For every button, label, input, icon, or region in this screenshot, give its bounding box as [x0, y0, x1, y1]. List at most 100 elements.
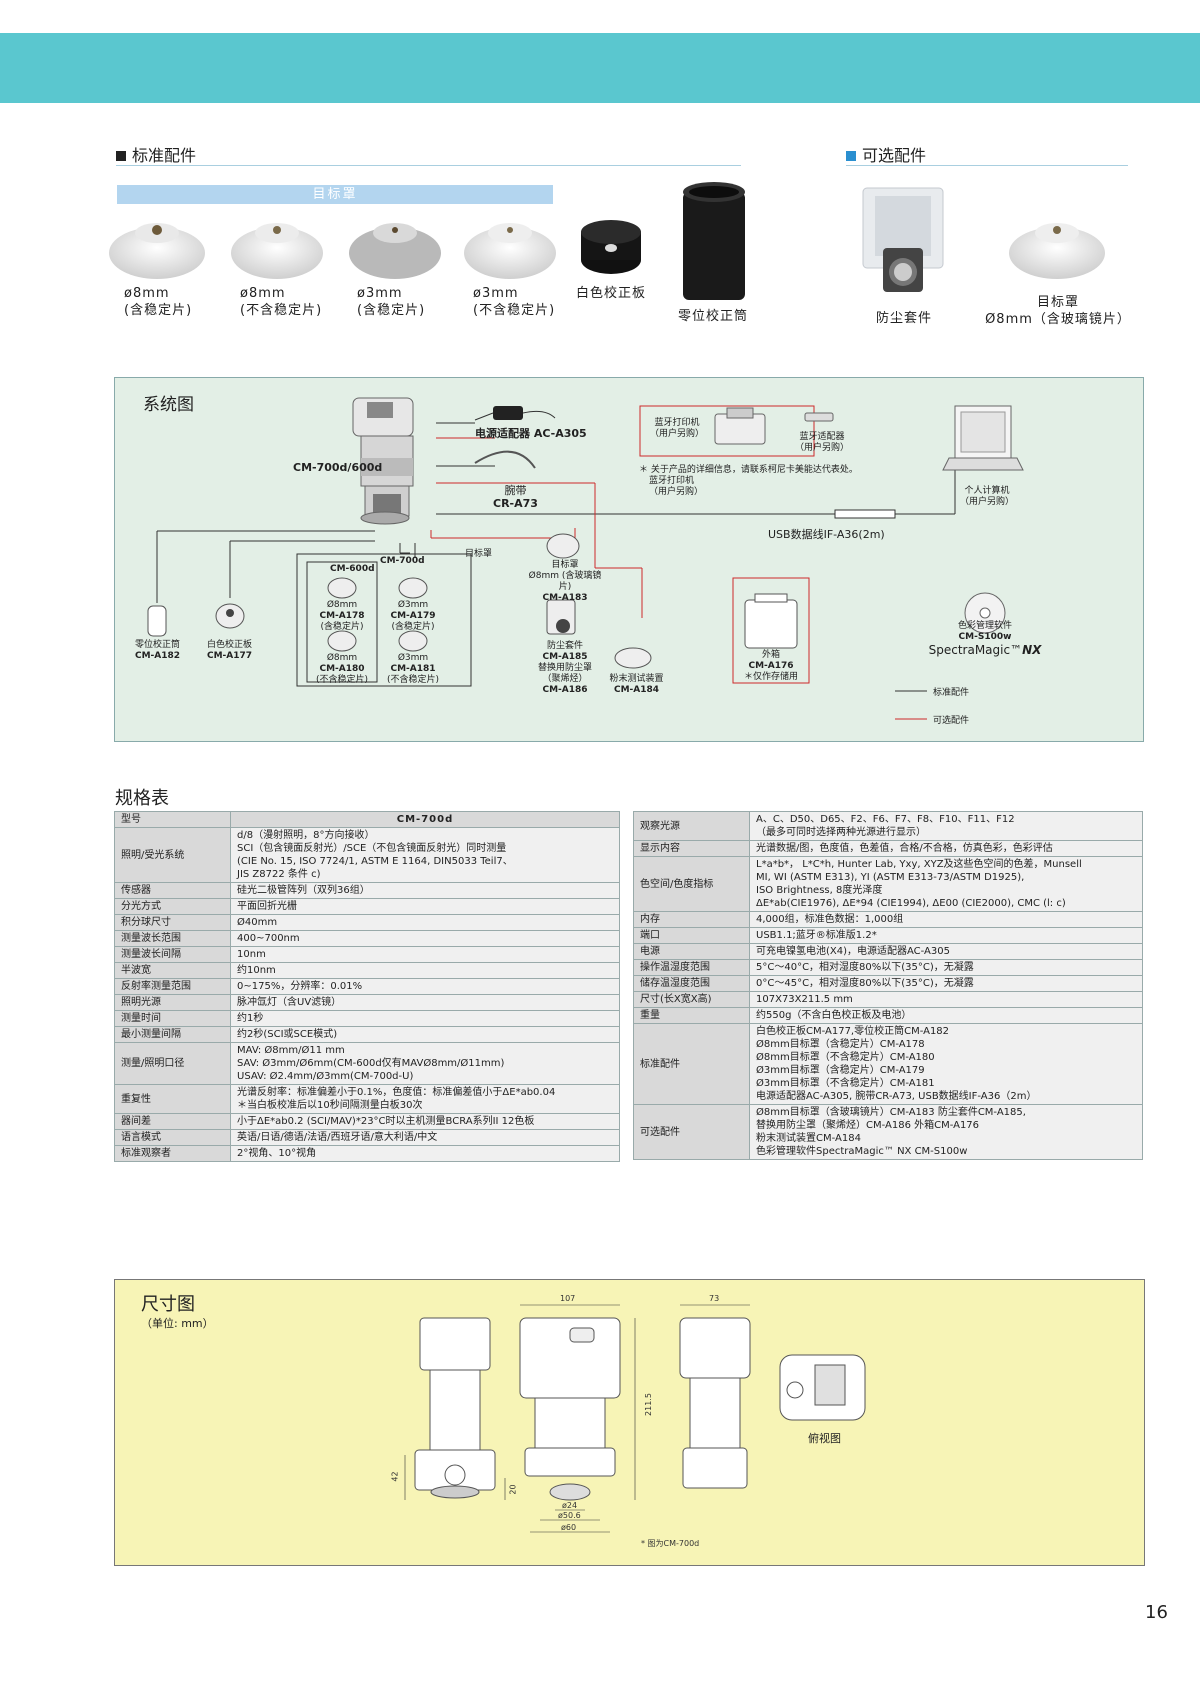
spec-value: 107X73X211.5 mm — [749, 991, 1143, 1008]
white-plate-label: 白色校正板 — [576, 286, 647, 301]
spec-key: 显示内容 — [633, 840, 750, 857]
spec-key: 反射率测量范围 — [114, 978, 231, 995]
spec-key: 色空间/色度指标 — [633, 856, 750, 912]
zero-tube-image — [683, 182, 745, 300]
spec-key: 观察光源 — [633, 811, 750, 841]
spec-value: 小于ΔE*ab0.2 (SCI/MAV)*23°C时以主机测量BCRA系列II … — [230, 1113, 620, 1130]
spec-value: 10nm — [230, 946, 620, 963]
spec-value: USB1.1;蓝牙®标准版1.2* — [749, 927, 1143, 944]
spec-key: 器间差 — [114, 1113, 231, 1130]
mask-label-4: ø3mm(不含稳定片) — [473, 286, 556, 318]
spec-key: 可选配件 — [633, 1104, 750, 1160]
spec-value: 0~175%，分辨率：0.01% — [230, 978, 620, 995]
spec-row: 电源可充电镍氢电池(X4)，电源适配器AC-A305 — [633, 943, 1143, 960]
square-icon — [846, 151, 856, 161]
spec-key: 分光方式 — [114, 898, 231, 915]
system-diagram-title: 系统图 — [143, 395, 194, 415]
page-number: 16 — [1145, 1602, 1168, 1623]
spec-value: Ø40mm — [230, 914, 620, 931]
spec-value: L*a*b*， L*C*h, Hunter Lab, Yxy, XYZ及这些色空… — [749, 856, 1143, 912]
spec-value: 脉冲氙灯（含UV滤镜） — [230, 994, 620, 1011]
dim-20: 20 — [508, 1484, 518, 1495]
legend-optional: 可选配件 — [933, 716, 970, 726]
zero-tube-label: 零位校正筒 — [678, 309, 749, 324]
white-plate-image — [581, 220, 641, 274]
ac-adapter-label: 电源适配器 AC-A305 — [475, 427, 587, 440]
spec-value: 硅光二极管阵列（双列36组） — [230, 882, 620, 899]
system-diagram-lines — [147, 397, 1024, 720]
mask-image-4 — [464, 223, 556, 279]
spec-key: 尺寸(长X宽X高) — [633, 991, 750, 1008]
spec-value: 约10nm — [230, 962, 620, 979]
divider — [116, 165, 741, 166]
dust-kit-image — [862, 187, 944, 292]
spec-value: CM-700d — [230, 811, 620, 828]
spec-row: 照明光源脉冲氙灯（含UV滤镜） — [114, 994, 620, 1011]
dim-42: 42 — [390, 1471, 400, 1482]
spec-key: 测量波长范围 — [114, 930, 231, 947]
cm600d-label: CM-600d — [330, 564, 375, 574]
spec-key: 半波宽 — [114, 962, 231, 979]
spec-key: 照明/受光系统 — [114, 827, 231, 883]
square-icon — [116, 151, 126, 161]
spec-value: Ø8mm目标罩（含玻璃镜片）CM-A183 防尘套件CM-A185,替换用防尘罩… — [749, 1104, 1143, 1160]
spec-value: 4,000组，标准色数据：1,000组 — [749, 911, 1143, 928]
dim-211-5: 211.5 — [643, 1393, 653, 1416]
spec-value: 平面回折光栅 — [230, 898, 620, 915]
spec-key: 测量/照明口径 — [114, 1042, 231, 1085]
spec-key: 测量波长间隔 — [114, 946, 231, 963]
usb-cable-label: USB数据线IF-A36(2m) — [768, 528, 885, 541]
bt-printer-label: 蓝牙打印机（用户另购） — [649, 418, 704, 439]
spec-key: 标准观察者 — [114, 1145, 231, 1162]
mask-label-1: ø8mm(含稳定片) — [124, 286, 193, 318]
spec-row: 尺寸(长X宽X高)107X73X211.5 mm — [633, 991, 1143, 1008]
divider — [846, 165, 1128, 166]
dust-kit-label: 防尘套件 — [876, 311, 933, 326]
dim-60: ø60 — [561, 1523, 577, 1532]
spec-row: 分光方式平面回折光栅 — [114, 898, 620, 915]
spec-key: 端口 — [633, 927, 750, 944]
spec-table-title: 规格表 — [115, 788, 169, 809]
dim-73: 73 — [709, 1294, 720, 1303]
device-illustration — [352, 397, 414, 525]
spec-row: 重复性光谱反射率：标准偏差小于0.1%，色度值：标准偏差值小于ΔE*ab0.04… — [114, 1084, 620, 1114]
mask-image-1 — [109, 223, 205, 279]
spec-key: 积分球尺寸 — [114, 914, 231, 931]
spec-key: 传感器 — [114, 882, 231, 899]
spec-value: 0°C～45°C，相对湿度80%以下(35°C)，无凝露 — [749, 975, 1143, 992]
dim-107: 107 — [560, 1294, 576, 1303]
spec-row: 传感器硅光二极管阵列（双列36组） — [114, 882, 620, 899]
dimension-title: 尺寸图 — [141, 1294, 195, 1315]
dimension-note: * 图为CM-700d — [641, 1539, 700, 1548]
optional-accessories-heading: 可选配件 — [846, 142, 926, 166]
spec-key: 内存 — [633, 911, 750, 928]
spec-value: 约2秒(SCI或SCE模式) — [230, 1026, 620, 1043]
spec-value: d/8（漫射照明，8°方向接收）SCI（包含镜面反射光）/SCE（不包含镜面反射… — [230, 827, 620, 883]
target-mask-images — [109, 223, 556, 279]
bt-adapter-label: 蓝牙适配器（用户另购） — [794, 432, 849, 453]
spec-value: 光谱数据/图，色度值，色差值，合格/不合格，仿真色彩，色彩评估 — [749, 840, 1143, 857]
spec-row: 半波宽约10nm — [114, 962, 620, 979]
spec-value: 400~700nm — [230, 930, 620, 947]
mask-label-2: ø8mm(不含稳定片) — [240, 286, 323, 318]
